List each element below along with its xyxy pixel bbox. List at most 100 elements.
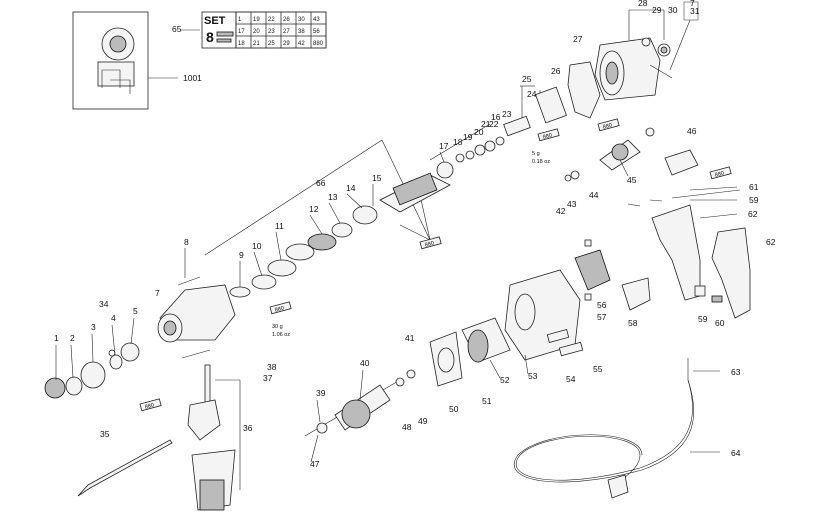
set-cell-number: 1 xyxy=(238,17,242,23)
part-number-label: 65 xyxy=(172,24,182,34)
part-number-label: 41 xyxy=(405,333,415,343)
part-number-label: 59 xyxy=(698,314,708,324)
part-number-label: 53 xyxy=(528,371,538,381)
part-number-label: 13 xyxy=(328,192,338,202)
part-number-label: 39 xyxy=(316,388,326,398)
part-number-label: 22 xyxy=(489,119,499,129)
part-number-label: 23 xyxy=(502,109,512,119)
part-number-label: 18 xyxy=(453,137,463,147)
part-number-label: 44 xyxy=(589,190,599,200)
set-cell-number: 23 xyxy=(268,29,275,35)
part-number-label: 40 xyxy=(360,358,370,368)
part-number-label: 1 xyxy=(54,333,59,343)
part-number-label: 27 xyxy=(573,34,583,44)
field-coil-52 xyxy=(461,317,511,363)
set-cell-number: 25 xyxy=(268,41,275,47)
set-cell-number: 29 xyxy=(283,41,290,47)
set-cell-number: 17 xyxy=(238,29,245,35)
part-number-label: 2 xyxy=(70,333,75,343)
part-number-label: 50 xyxy=(449,404,459,414)
part-number-label: 7 xyxy=(155,288,160,298)
part-number-label: 17 xyxy=(439,141,449,151)
part-number-label: 35 xyxy=(100,429,110,439)
gasket-27 xyxy=(567,61,601,119)
part-number-label: 66 xyxy=(316,178,326,188)
part-number-label: 47 xyxy=(310,459,320,469)
grease-badges: 880 5 g 0.18 oz 880 30 g 1.06 oz 880 880… xyxy=(139,118,732,412)
part-number-label: 59 xyxy=(749,195,759,205)
part-number-label: 25 xyxy=(522,74,532,84)
set-cell-number: 38 xyxy=(298,29,305,35)
part-number-label: 24 xyxy=(527,89,537,99)
part-number-label: 60 xyxy=(715,318,725,328)
part-number-label: 42 xyxy=(556,206,566,216)
part-number-label: 46 xyxy=(687,126,697,136)
part-number-label: 45 xyxy=(627,175,637,185)
ref-lines xyxy=(204,1,699,256)
part-number-label: 57 xyxy=(597,312,607,322)
handle-half-62a xyxy=(651,204,701,301)
part-number-label: 31 xyxy=(690,6,700,16)
depth-stop-35 xyxy=(77,439,173,497)
bearing-plate-50 xyxy=(429,331,463,387)
chuck-parts-1-5 xyxy=(44,342,140,399)
side-handle-36 xyxy=(187,364,241,511)
set-cell-number: 43 xyxy=(313,17,320,23)
inset-detail xyxy=(72,11,178,110)
part-number-label: 8 xyxy=(184,237,189,247)
part-number-label: 12 xyxy=(309,204,319,214)
armature-40 xyxy=(304,369,416,437)
handle-half-62b xyxy=(694,227,751,319)
part-number-label: 62 xyxy=(766,237,776,247)
set-cell xyxy=(310,35,327,49)
grease-note-2-line2: 1.06 oz xyxy=(272,332,290,338)
set-cell-number: 20 xyxy=(253,29,260,35)
set-cell-number: 22 xyxy=(268,17,275,23)
part-number-label: 21 xyxy=(481,119,491,129)
set-cell-number: 56 xyxy=(313,29,320,35)
set-cell-number: 42 xyxy=(298,41,305,47)
part-number-label: 20 xyxy=(474,127,484,137)
set-cell-number: 26 xyxy=(283,17,290,23)
spindle-parts-16-26 xyxy=(379,86,567,213)
part-number-label: 16 xyxy=(491,112,501,122)
leader-lines xyxy=(55,151,738,463)
grease-badge-label: 880 xyxy=(602,123,612,131)
set-logo-icon: 8 xyxy=(206,29,214,45)
brush-holder-56-57 xyxy=(574,239,611,301)
grease-badge-label: 880 xyxy=(542,133,552,141)
set-cell-number: 30 xyxy=(298,17,305,23)
set-title: SET xyxy=(204,15,226,27)
part-number-label: 15 xyxy=(372,173,382,183)
part-number-label: 51 xyxy=(482,396,492,406)
part-number-label: 55 xyxy=(593,364,603,374)
part-number-label: 37 xyxy=(263,373,273,383)
part-number-label: 29 xyxy=(652,5,662,15)
grease-note-1-line2: 0.18 oz xyxy=(532,159,550,165)
set-cell-number: 19 xyxy=(253,17,260,23)
part-number-label: 63 xyxy=(731,367,741,377)
part-number-label: 61 xyxy=(749,182,759,192)
grease-badge-label: 880 xyxy=(144,403,154,411)
part-number-label: 4 xyxy=(111,313,116,323)
part-number-label: 19 xyxy=(463,132,473,142)
part-number-label: 1001 xyxy=(183,73,202,83)
set-cell-number: 880 xyxy=(313,41,324,47)
front-housing-7 xyxy=(157,276,236,359)
part-number-label: 28 xyxy=(638,0,648,8)
insulation-54-55 xyxy=(546,329,584,357)
grease-note-2-line1: 30 g xyxy=(272,324,283,330)
set-cell-number: 27 xyxy=(283,29,290,35)
part-number-label: 64 xyxy=(731,448,741,458)
part-number-label: 52 xyxy=(500,375,510,385)
part-number-label: 3 xyxy=(91,322,96,332)
gear-45 xyxy=(564,127,655,182)
part-number-label: 62 xyxy=(748,209,758,219)
part-number-label: 9 xyxy=(239,250,244,260)
part-number-label: 11 xyxy=(275,221,284,231)
part-number-label: 14 xyxy=(346,183,356,193)
part-number-label: 38 xyxy=(267,362,277,372)
